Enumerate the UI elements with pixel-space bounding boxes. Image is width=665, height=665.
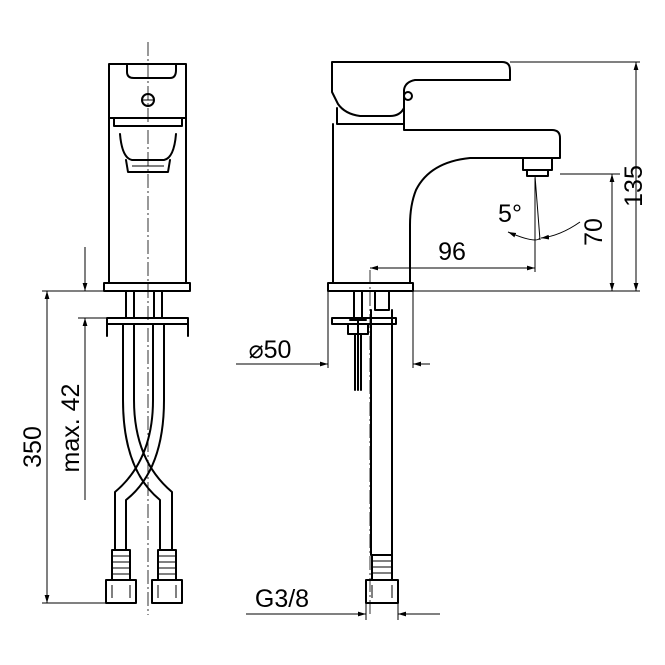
front-aerator bbox=[119, 133, 177, 161]
dim-96-label: 96 bbox=[438, 238, 466, 266]
side-bracket bbox=[331, 317, 397, 325]
front-bracket bbox=[106, 317, 189, 325]
front-cartridge bbox=[113, 117, 183, 127]
side-body-spout bbox=[332, 123, 561, 284]
side-stud bbox=[353, 290, 363, 321]
dim-max42-label: max. 42 bbox=[57, 384, 85, 473]
front-hose-right bbox=[114, 323, 154, 551]
front-base bbox=[103, 282, 191, 292]
side-view bbox=[327, 61, 561, 615]
dim-angle-label: 5° bbox=[498, 200, 522, 228]
right-dimensions: 135 70 96 5° ⌀50 G3/8 bbox=[236, 61, 648, 620]
side-lever-screw bbox=[403, 91, 413, 101]
side-lever bbox=[331, 61, 511, 117]
dim-thread-label: G3/8 bbox=[255, 585, 309, 613]
front-view bbox=[103, 42, 191, 615]
side-base bbox=[327, 282, 414, 292]
left-dimensions: 350 max. 42 bbox=[19, 247, 107, 604]
dim-135-label: 135 bbox=[620, 165, 648, 207]
dim-350-label: 350 bbox=[19, 426, 47, 468]
side-aerator bbox=[522, 157, 553, 171]
side-hose bbox=[370, 309, 393, 556]
front-lever-slot bbox=[126, 63, 177, 79]
side-hose-nut bbox=[374, 290, 390, 311]
front-lever bbox=[108, 63, 187, 119]
front-fitting-left bbox=[111, 549, 131, 581]
dim-angle-arc bbox=[507, 231, 541, 241]
front-studs bbox=[125, 290, 163, 319]
front-hose-left bbox=[122, 323, 161, 551]
dim-50-label: ⌀50 bbox=[249, 336, 292, 364]
front-body bbox=[108, 117, 187, 283]
front-fitting-right bbox=[157, 549, 177, 581]
dim-70-label: 70 bbox=[580, 218, 608, 246]
